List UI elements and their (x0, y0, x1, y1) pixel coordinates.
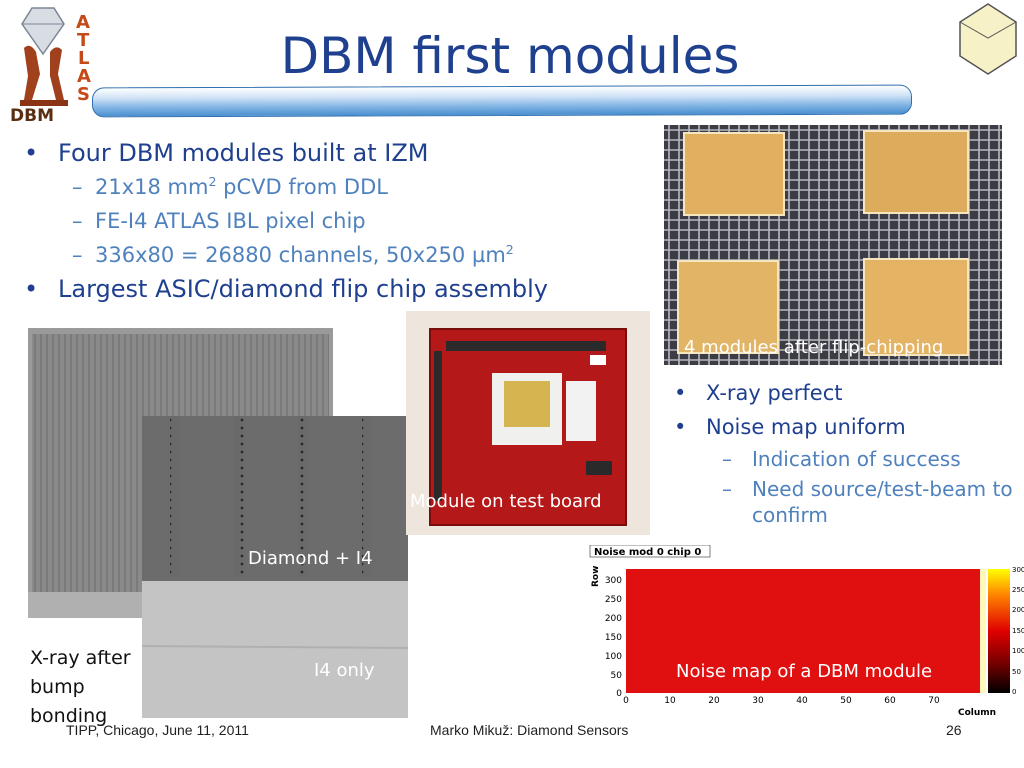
noise-map-xlabel: Column (958, 708, 996, 718)
z-tick: 200 (1012, 606, 1024, 614)
bullet-noise-uniform: Noise map uniform (668, 410, 1018, 444)
x-tick: 50 (840, 696, 852, 706)
sub-bullet-fe-i4: FE-I4 ATLAS IBL pixel chip (20, 204, 640, 238)
y-tick: 250 (605, 595, 622, 605)
result-bullet-list: X-ray perfect Noise map uniform Indicati… (668, 376, 1018, 528)
noise-map-caption: Noise map of a DBM module (676, 661, 933, 682)
test-board-photo: Module on test board (406, 311, 650, 535)
x-tick: 0 (623, 696, 629, 706)
bullet-largest-assembly: Largest ASIC/diamond flip chip assembly (20, 272, 640, 306)
modules-caption: 4 modules after flip-chipping (684, 337, 944, 358)
noise-map-title: Noise mod 0 chip 0 (594, 547, 701, 558)
footer-author: Marko Mikuž: Diamond Sensors (430, 722, 629, 738)
bullet-modules-built: Four DBM modules built at IZM (20, 136, 640, 170)
sub-bullet-success: Indication of success (668, 446, 1018, 472)
i4-only-caption: I4 only (314, 660, 375, 681)
y-tick: 200 (605, 614, 622, 624)
z-tick: 100 (1012, 647, 1024, 655)
logo-letter-5: S (77, 84, 90, 105)
slide-title: DBM first modules (280, 27, 740, 85)
logo-letter-4: A (77, 66, 91, 87)
bullet-xray-perfect: X-ray perfect (668, 376, 1018, 410)
xray-caption: X-ray after bump bonding (30, 647, 131, 727)
z-tick: 250 (1012, 586, 1024, 594)
y-tick: 150 (605, 633, 622, 643)
y-tick: 50 (611, 671, 623, 681)
x-tick: 70 (928, 696, 940, 706)
x-tick: 20 (708, 696, 720, 706)
z-axis-ticks: 0 50 100 150 200 250 300 (1012, 566, 1024, 696)
logo-letter-2: T (77, 30, 90, 51)
xray-image-zoom: Diamond + I4 I4 only (142, 416, 408, 718)
x-tick: 30 (752, 696, 764, 706)
x-axis-ticks: 0 10 20 30 40 50 60 70 (623, 696, 940, 706)
x-tick: 40 (796, 696, 808, 706)
title-underline-bar (91, 84, 913, 118)
y-axis-ticks: 0 50 100 150 200 250 300 (605, 576, 622, 699)
main-bullet-list: Four DBM modules built at IZM 21x18 mm2 … (20, 136, 640, 306)
polyhedron-icon (956, 2, 1020, 76)
z-tick: 0 (1012, 688, 1016, 696)
y-tick: 300 (605, 576, 622, 586)
footer-page-number: 26 (946, 722, 962, 738)
test-board-caption: Module on test board (410, 491, 602, 512)
z-tick: 50 (1012, 668, 1021, 676)
logo-letter-3: L (78, 48, 89, 69)
noise-map-plot: Noise mod 0 chip 0 0 50 100 150 200 250 … (580, 545, 1024, 720)
logo-letter-1: A (76, 12, 90, 33)
atlas-dbm-logo: A T L A S DBM (2, 4, 94, 126)
logo-dbm: DBM (10, 106, 54, 124)
sub-bullet-pcvd: 21x18 mm2 pCVD from DDL (20, 170, 640, 204)
x-tick: 60 (884, 696, 896, 706)
z-tick: 300 (1012, 566, 1024, 574)
z-tick: 150 (1012, 627, 1024, 635)
sub-bullet-confirm: Need source/test-beam to confirm (668, 476, 1018, 528)
modules-photo: 4 modules after flip-chipping (664, 125, 1002, 365)
diamond-i4-caption: Diamond + I4 (248, 548, 373, 569)
y-tick: 100 (605, 652, 622, 662)
sub-bullet-channels: 336x80 = 26880 channels, 50x250 µm2 (20, 238, 640, 272)
noise-map-ylabel: Row (591, 566, 601, 587)
x-tick: 10 (664, 696, 676, 706)
footer-conference: TIPP, Chicago, June 11, 2011 (66, 722, 249, 738)
y-tick: 0 (616, 689, 622, 699)
